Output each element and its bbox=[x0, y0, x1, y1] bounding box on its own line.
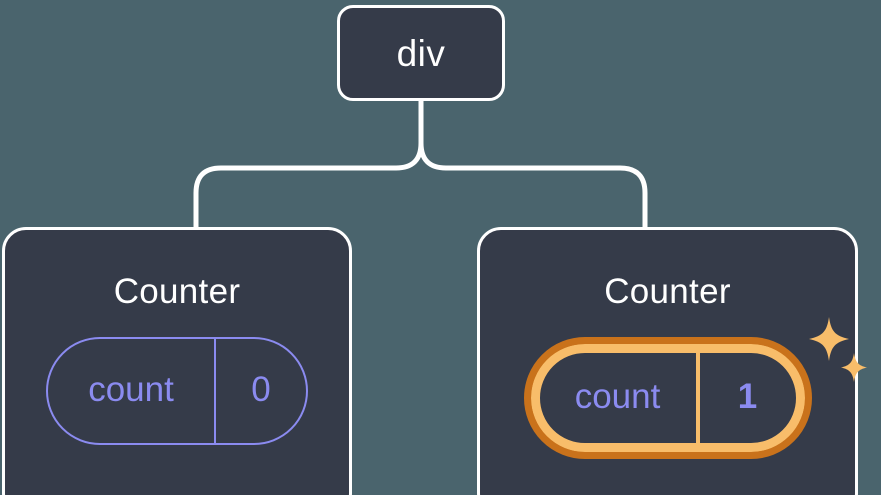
state-value-left: 0 bbox=[251, 370, 271, 409]
state-pill-left[interactable]: count 0 bbox=[46, 337, 308, 445]
state-pill-right-inner: count 1 bbox=[530, 344, 805, 452]
node-counter-right[interactable]: Counter count 1 bbox=[477, 227, 867, 495]
node-div[interactable]: div bbox=[337, 5, 505, 101]
node-counter-left[interactable]: Counter count 0 bbox=[2, 227, 352, 495]
state-key-right: count bbox=[540, 353, 700, 443]
sparkle-large-icon bbox=[808, 317, 849, 361]
state-pill-right[interactable]: count 1 bbox=[523, 337, 812, 459]
sparkle-small-icon bbox=[840, 353, 867, 382]
node-counter-left-label: Counter bbox=[113, 272, 241, 311]
state-pill-left-wrapper: count 0 bbox=[46, 337, 308, 445]
state-pill-right-wrapper: count 1 bbox=[523, 317, 867, 459]
node-div-label: div bbox=[396, 32, 446, 74]
connector-to-left-child bbox=[193, 98, 424, 231]
state-value-right: 1 bbox=[737, 377, 758, 416]
connector-to-right-child bbox=[418, 98, 648, 231]
sparkles-group bbox=[804, 315, 874, 395]
state-key-left: count bbox=[48, 339, 216, 443]
node-counter-right-label: Counter bbox=[604, 272, 731, 311]
